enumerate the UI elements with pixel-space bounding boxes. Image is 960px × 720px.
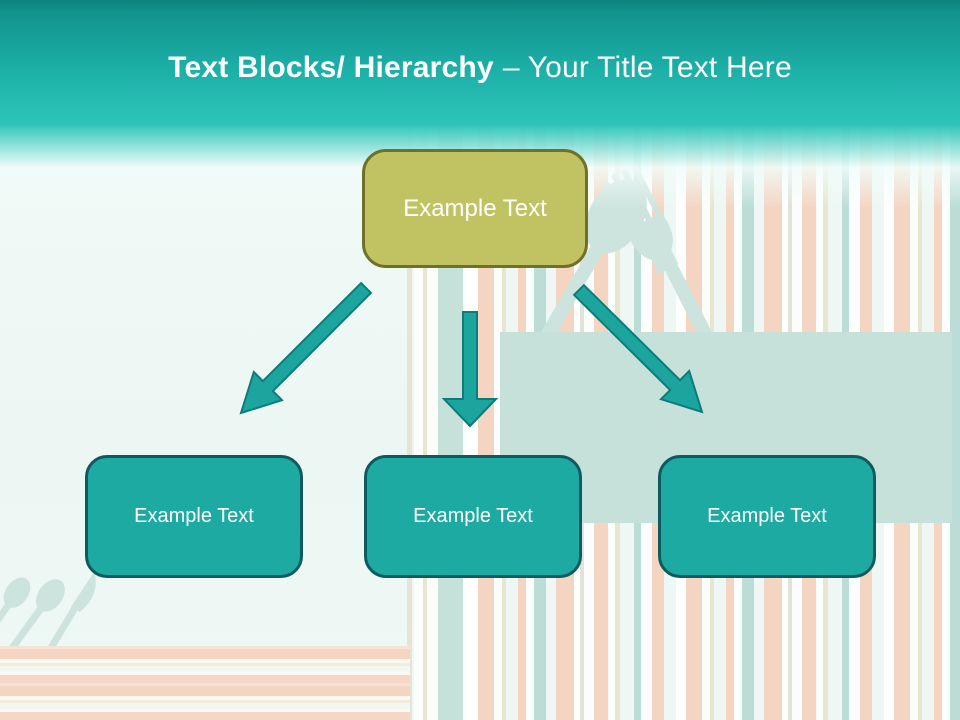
child-text-block-1-label: Example Text (134, 505, 254, 527)
child-text-block-1[interactable]: Example Text (85, 455, 303, 578)
child-text-block-2-label: Example Text (413, 505, 533, 527)
root-text-block[interactable]: Example Text (362, 149, 588, 268)
child-text-block-3[interactable]: Example Text (658, 455, 876, 578)
arrow-down-left-icon (239, 281, 373, 415)
slide-title: Text Blocks/ Hierarchy – Your Title Text… (0, 51, 960, 85)
spoon-icon (0, 577, 31, 656)
stripe-decoration (414, 118, 423, 720)
horizontal-stripes-background (0, 646, 410, 720)
child-text-block-2[interactable]: Example Text (364, 455, 582, 578)
knife-icon (44, 571, 96, 657)
slide-title-regular: – Your Title Text Here (502, 51, 792, 84)
stripe-decoration (427, 118, 438, 720)
stripe-decoration (407, 118, 412, 720)
root-text-block-label: Example Text (403, 194, 547, 222)
child-text-block-3-label: Example Text (707, 505, 827, 527)
slide-title-bold: Text Blocks/ Hierarchy (168, 51, 494, 84)
stripe-decoration (423, 118, 427, 720)
header-band: Text Blocks/ Hierarchy – Your Title Text… (0, 0, 960, 126)
